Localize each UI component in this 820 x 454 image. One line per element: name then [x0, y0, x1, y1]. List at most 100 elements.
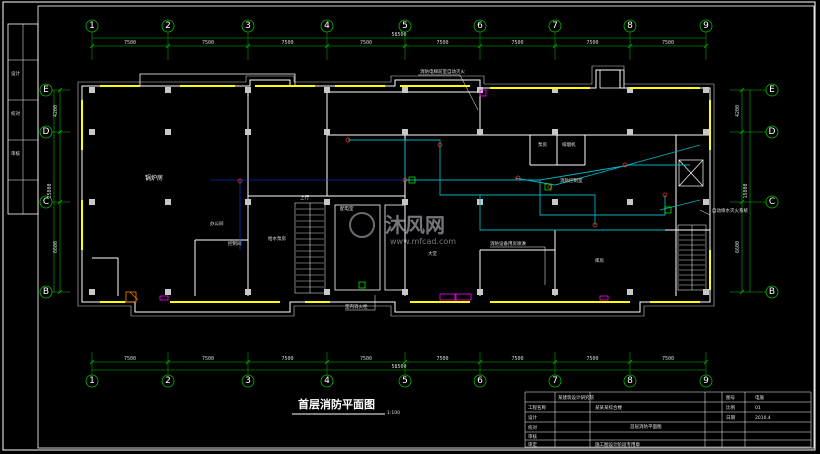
- title-block-company: 某建筑设计研究院: [558, 394, 594, 401]
- room-label-storage: 库房: [595, 257, 604, 264]
- axis-bubble-col-1: [85, 19, 99, 33]
- room-label-water-pump: 给水泵房: [268, 235, 286, 242]
- column: [402, 199, 408, 205]
- dim-label: 7500: [436, 40, 448, 46]
- column: [703, 199, 709, 205]
- column: [245, 199, 251, 205]
- axis-bubble-col-3: [241, 19, 255, 33]
- column: [627, 129, 633, 135]
- fire-hydrant: [408, 176, 416, 184]
- leader-lines: [345, 74, 711, 311]
- column: [552, 87, 558, 93]
- room-labels: 锅炉房 办公间 控制间 给水泵房 上行 大堂 消防控制室 库房 泵房 排烟机 消…: [145, 68, 748, 310]
- axis-label-col-3: 3: [245, 21, 251, 31]
- fire-hydrant: [544, 183, 552, 191]
- axis-label-col-2: 2: [165, 376, 171, 386]
- axis-bubble-col-2: [161, 19, 175, 33]
- fire-device: [237, 178, 243, 184]
- axis-label-col-1: 1: [89, 21, 95, 31]
- title-block-row-5: 审定: [528, 441, 537, 448]
- title-block-project: 某某某综合楼: [595, 404, 622, 411]
- axis-bubble-col-1: [85, 374, 99, 388]
- column: [552, 289, 558, 295]
- room-label-hall: 大堂: [428, 250, 437, 257]
- axis-label-col-1: 1: [89, 376, 95, 386]
- axis-bubble-col-2: [161, 374, 175, 388]
- magenta-markers: [125, 89, 609, 303]
- title-block-right-label-1: 图号: [726, 395, 735, 401]
- axis-label-col-8: 8: [627, 376, 633, 386]
- side-stamp-label-1: 设计: [11, 70, 20, 77]
- column: [89, 199, 95, 205]
- axis-label-col-4: 4: [324, 21, 330, 31]
- title-block-text: 某建筑设计研究院 某某某综合楼 首层消防平面图 工程名称 设计 校对 审核 审定…: [528, 394, 771, 448]
- stair-west: [294, 202, 326, 294]
- axis-bubble-row-B: [765, 285, 779, 299]
- axis-label-col-8: 8: [627, 21, 633, 31]
- fire-hydrant: [664, 206, 672, 214]
- title-block-right-value-2: 01: [755, 405, 761, 411]
- dim-label: 7500: [360, 40, 372, 46]
- dim-label: 7500: [662, 356, 674, 362]
- axis-bubble-col-6: [473, 19, 487, 33]
- windows: [81, 85, 711, 303]
- watermark: 沐风网 www.mfcad.com: [349, 212, 456, 246]
- title-block-row-3: 校对: [528, 424, 537, 431]
- dim-overall-label-v: 15800: [743, 183, 749, 198]
- column: [703, 87, 709, 93]
- column: [89, 129, 95, 135]
- axis-bubble-col-5: [398, 374, 412, 388]
- axis-label-col-7: 7: [552, 21, 558, 31]
- axis-label-row-C: C: [769, 197, 775, 207]
- dim-label-v: 6600: [53, 241, 59, 253]
- fire-system-lines: [210, 139, 701, 250]
- dim-label: 7500: [360, 356, 372, 362]
- column: [552, 199, 558, 205]
- column: [245, 87, 251, 93]
- dim-overall-label: 58500: [391, 32, 406, 38]
- dim-label: 7500: [436, 356, 448, 362]
- title-block-drawing-name: 首层消防平面图: [630, 423, 662, 430]
- axis-label-col-5: 5: [402, 21, 408, 31]
- title-block-right-value-1: 电施: [755, 394, 764, 401]
- axis-label-col-2: 2: [165, 21, 171, 31]
- axis-bubble-col-7: [548, 19, 562, 33]
- watermark-url: www.mfcad.com: [390, 237, 456, 246]
- column: [703, 129, 709, 135]
- watermark-brand: 沐风网: [385, 213, 445, 237]
- axis-label-col-5: 5: [402, 376, 408, 386]
- dim-label: 7500: [124, 40, 136, 46]
- column: [402, 289, 408, 295]
- annotation-top: 消防电梯前室自动灭火: [420, 68, 465, 75]
- column: [165, 289, 171, 295]
- axis-bubble-row-D: [765, 125, 779, 139]
- fire-hydrant: [358, 281, 366, 289]
- annotation-bottom: 室内消火栓: [345, 303, 368, 310]
- fire-device: [515, 175, 521, 181]
- axis-bubble-row-B: [39, 285, 53, 299]
- column: [324, 129, 330, 135]
- axis-label-col-7: 7: [552, 376, 558, 386]
- axis-label-row-C: C: [43, 197, 49, 207]
- column: [165, 129, 171, 135]
- dim-label: 7500: [586, 40, 598, 46]
- axis-bubble-row-D: [39, 125, 53, 139]
- fire-device: [437, 142, 443, 148]
- column: [402, 87, 408, 93]
- axis-bubble-row-C: [765, 195, 779, 209]
- axis-label-row-B: B: [43, 287, 49, 297]
- drawing-title-group: 首层消防平面图 1:100: [292, 397, 400, 416]
- annotation-mid: 消防设备用房喷淋: [490, 240, 526, 247]
- axis-bubble-col-8: [623, 374, 637, 388]
- axis-bubble-col-6: [473, 374, 487, 388]
- dim-label: 7500: [202, 356, 214, 362]
- fire-device: [662, 192, 668, 198]
- column: [627, 199, 633, 205]
- axis-bubble-col-5: [398, 19, 412, 33]
- side-stamp-label-3: 审核: [11, 150, 20, 157]
- axis-bubble-col-7: [548, 374, 562, 388]
